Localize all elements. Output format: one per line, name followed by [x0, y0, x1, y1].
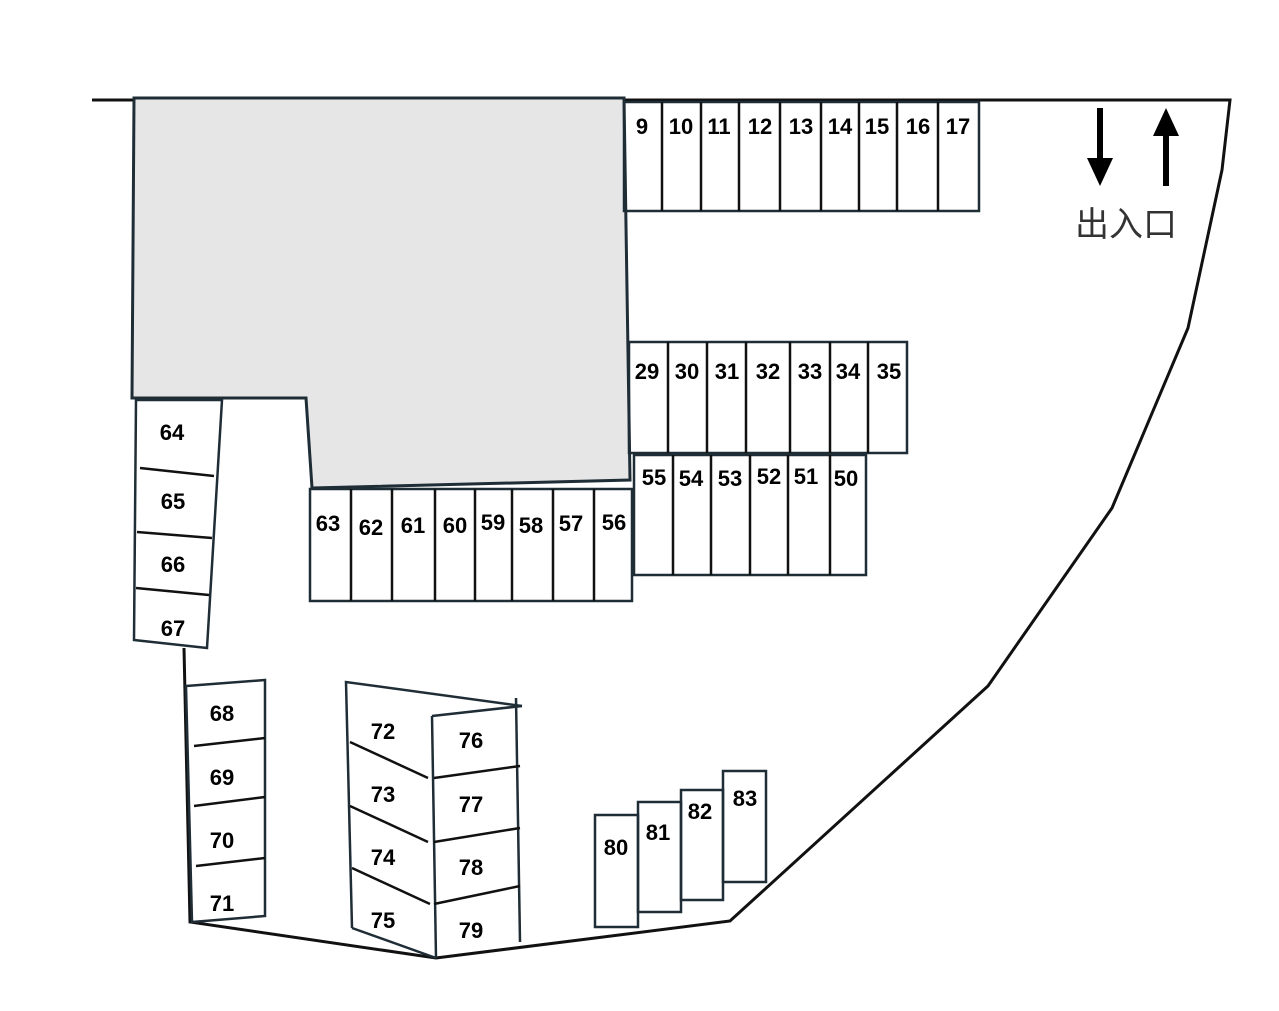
- stall-row-lower-right: 55 54 53 52 51 50: [632, 453, 868, 577]
- stall-column-left-upper-frame: [132, 398, 224, 650]
- stall-51: 51: [794, 464, 818, 489]
- stall-60: 60: [443, 513, 467, 538]
- stall-66: 66: [161, 552, 185, 577]
- stall-69: 69: [210, 765, 234, 790]
- stall-33: 33: [798, 359, 822, 384]
- stall-35: 35: [877, 359, 901, 384]
- stall-column-left-lower: 68 69 70 71: [184, 678, 267, 924]
- stall-54: 54: [679, 466, 704, 491]
- stall-30: 30: [675, 359, 699, 384]
- building: [130, 96, 632, 490]
- stall-70: 70: [210, 828, 234, 853]
- stall-14: 14: [828, 114, 853, 139]
- stall-81: 81: [646, 820, 670, 845]
- stall-row-top-frame: [622, 100, 981, 213]
- stall-73: 73: [371, 782, 395, 807]
- stall-9: 9: [636, 114, 648, 139]
- entrance: 出入口: [1075, 108, 1179, 245]
- stall-83-frame: [721, 769, 768, 884]
- stall-75: 75: [371, 908, 395, 933]
- stall-12: 12: [748, 114, 772, 139]
- stall-32: 32: [756, 359, 780, 384]
- stall-row-lower-left-frame: [308, 487, 634, 603]
- stall-column-left-lower-frame: [184, 678, 267, 924]
- stall-52: 52: [757, 464, 781, 489]
- stall-76: 76: [459, 728, 483, 753]
- stall-68: 68: [210, 701, 234, 726]
- stall-64: 64: [160, 420, 185, 445]
- stall-island-outline: [344, 680, 523, 929]
- stall-16: 16: [906, 114, 930, 139]
- stall-82: 82: [688, 799, 712, 824]
- stall-78: 78: [459, 855, 483, 880]
- stall-59: 59: [481, 510, 505, 535]
- stall-11: 11: [707, 114, 730, 139]
- stall-81-frame: [636, 800, 683, 914]
- stall-71: 71: [210, 891, 234, 916]
- stall-61: 61: [401, 513, 425, 538]
- stall-53: 53: [718, 466, 742, 491]
- arrow-down-icon-head: [1087, 158, 1113, 186]
- stall-17: 17: [946, 114, 970, 139]
- stall-56: 56: [602, 510, 626, 535]
- stall-72: 72: [371, 719, 395, 744]
- stall-79: 79: [459, 918, 483, 943]
- stall-15: 15: [865, 114, 889, 139]
- stall-74: 74: [371, 845, 396, 870]
- stall-77: 77: [459, 792, 483, 817]
- stall-row-lower-left: 63 62 61 60 59 58 57 56: [308, 487, 634, 603]
- stall-63: 63: [316, 511, 340, 536]
- stall-80-frame: [593, 813, 640, 929]
- stall-10: 10: [669, 114, 693, 139]
- stall-29: 29: [635, 359, 659, 384]
- stall-62: 62: [359, 515, 383, 540]
- entrance-label: 出入口: [1075, 205, 1177, 245]
- stall-57: 57: [559, 511, 583, 536]
- stall-80: 80: [604, 835, 628, 860]
- stall-13: 13: [789, 114, 813, 139]
- stall-50: 50: [834, 466, 858, 491]
- stall-58: 58: [519, 513, 543, 538]
- stall-island-center: 72 73 74 75 76 77 78 79: [344, 680, 523, 960]
- arrow-up-icon-head: [1153, 108, 1179, 136]
- stall-65: 65: [161, 489, 185, 514]
- stall-31: 31: [715, 359, 739, 384]
- stall-column-left-upper: 64 65 66 67: [132, 398, 224, 650]
- stall-row-top: 9 10 11 12 13 14 15 16 17: [622, 100, 981, 213]
- stall-55: 55: [642, 465, 666, 490]
- stall-group-stepped: 80 81 82 83: [593, 769, 768, 929]
- stall-row-middle: 29 30 31 32 33 34 35: [627, 340, 909, 455]
- lot-boundary: [92, 98, 1232, 960]
- stall-83: 83: [733, 786, 757, 811]
- stall-34: 34: [836, 359, 861, 384]
- stall-67: 67: [161, 616, 185, 641]
- stall-row-middle-frame: [627, 340, 909, 455]
